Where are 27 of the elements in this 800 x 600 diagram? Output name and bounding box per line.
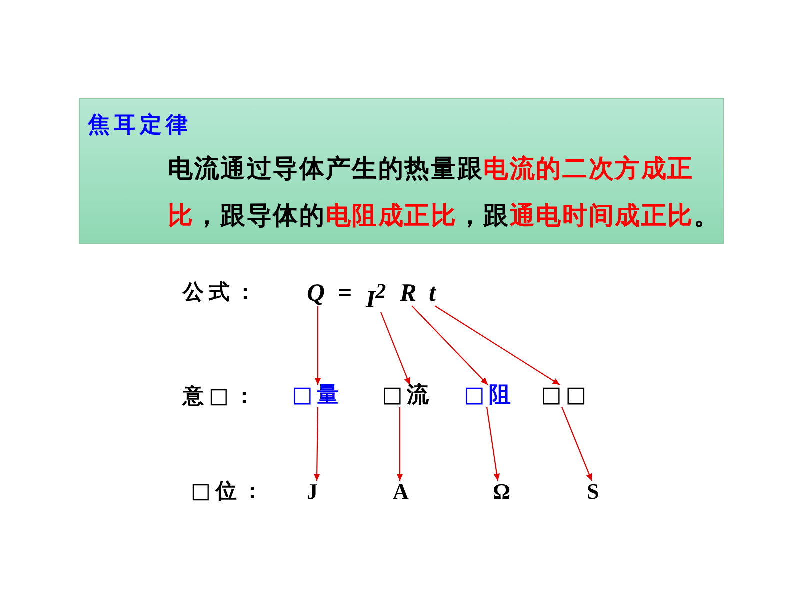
term: □阻 [464, 385, 515, 407]
arrow [314, 306, 322, 385]
row-label: □位： [191, 481, 268, 502]
arrow [412, 306, 488, 386]
unit-symbol: J [307, 481, 318, 503]
formula-symbol: I$^{2}$ [366, 281, 386, 312]
text-panel [79, 98, 724, 244]
arrow [434, 306, 560, 386]
arrow [380, 312, 411, 386]
row-label: 公式： [183, 282, 261, 303]
formula-symbol: R [400, 281, 417, 306]
row-label: 意□： [183, 386, 260, 407]
term: □流 [382, 385, 433, 407]
formula-symbol: t [429, 281, 436, 306]
unit-symbol: A [393, 481, 409, 503]
heading: 焦耳定律 [88, 115, 192, 137]
unit-symbol: S [587, 481, 600, 503]
unit-symbol: Ω [493, 481, 511, 503]
arrow [562, 406, 592, 482]
term: □□ [541, 385, 591, 407]
arrow [314, 407, 320, 481]
arrow [486, 406, 500, 482]
equals-sign: = [338, 281, 352, 306]
term: □量 [292, 385, 343, 407]
formula-symbol: Q [307, 281, 326, 306]
arrow [396, 407, 404, 481]
paragraph: 电流通过导体产生的热量跟电流的二次方成正比，跟导体的电阻成正比，跟通电时间成正比。 [168, 153, 722, 232]
